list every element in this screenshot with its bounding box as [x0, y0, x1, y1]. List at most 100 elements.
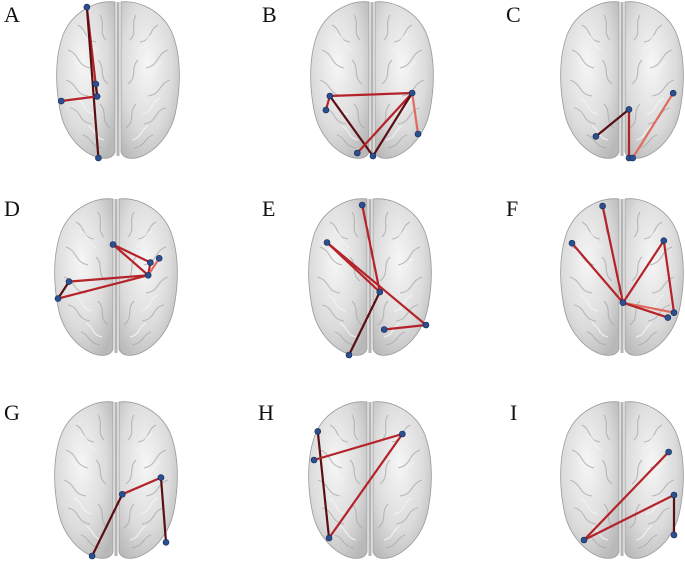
node-e-1: [323, 239, 331, 246]
node-g-1: [157, 474, 165, 481]
node-f-1: [568, 239, 576, 247]
edge-g-1: [90, 493, 124, 558]
node-d-0: [109, 241, 117, 248]
network-d: [54, 241, 163, 302]
node-d-3: [144, 271, 152, 279]
node-g-2: [162, 538, 170, 546]
panel-d: D: [4, 196, 179, 357]
node-i-2: [580, 536, 588, 544]
edge-a-1: [85, 5, 100, 160]
node-e-2: [376, 288, 384, 296]
edge-e-4: [383, 323, 428, 331]
edge-f-4: [621, 301, 676, 314]
edge-d-5: [56, 280, 71, 300]
panel-label-c: C: [506, 2, 521, 27]
node-e-5: [345, 351, 353, 359]
node-a-3: [57, 97, 65, 105]
node-g-0: [119, 490, 126, 498]
node-d-4: [65, 278, 73, 285]
edge-d-4: [56, 274, 150, 300]
node-e-4: [422, 321, 430, 329]
node-i-1: [670, 491, 678, 499]
node-e-0: [358, 201, 366, 209]
panel-label-i: I: [510, 400, 517, 425]
node-f-0: [599, 202, 606, 210]
edge-d-3: [67, 274, 150, 283]
node-c-2: [592, 133, 600, 140]
network-g: [88, 474, 170, 560]
network-i: [580, 448, 678, 544]
node-b-1: [408, 89, 416, 97]
panel-a: A: [4, 0, 181, 162]
edge-f-1: [570, 242, 625, 304]
network-b: [322, 89, 422, 160]
node-a-1: [92, 80, 100, 88]
edge-h-0: [316, 430, 331, 540]
edge-f-2: [621, 239, 665, 304]
node-e-3: [380, 326, 388, 333]
node-b-5: [353, 149, 361, 157]
node-d-2: [155, 254, 163, 262]
edge-e-0: [361, 203, 381, 294]
edge-b-3: [356, 91, 414, 155]
edge-a-2: [60, 95, 99, 103]
network-f: [568, 202, 678, 321]
node-f-2: [660, 237, 668, 245]
panel-h: H: [258, 400, 433, 560]
edge-h-1: [312, 432, 404, 462]
edge-d-1: [111, 243, 152, 264]
node-f-5: [670, 309, 678, 316]
node-c-0: [625, 106, 633, 113]
edge-b-4: [371, 91, 414, 158]
edge-b-5: [411, 91, 420, 136]
panel-f: F: [506, 196, 685, 357]
node-i-3: [670, 531, 678, 539]
node-g-3: [88, 552, 96, 560]
node-b-2: [322, 106, 330, 114]
edge-g-2: [159, 476, 168, 544]
network-c: [592, 89, 677, 162]
node-h-3: [325, 534, 333, 542]
node-i-0: [665, 448, 672, 456]
node-h-1: [399, 430, 406, 438]
edge-c-0: [594, 108, 631, 138]
edge-g-0: [121, 476, 163, 496]
edge-b-0: [328, 91, 414, 98]
brain-outline-i: [559, 400, 685, 560]
edge-f-5: [621, 301, 669, 319]
panel-label-b: B: [262, 2, 277, 27]
panel-label-d: D: [4, 196, 20, 221]
edge-d-6: [147, 257, 161, 277]
panel-label-e: E: [262, 196, 275, 221]
panel-i: I: [510, 400, 685, 560]
edge-i-0: [582, 450, 670, 542]
panel-g: G: [4, 400, 179, 560]
node-a-2: [93, 93, 101, 100]
edge-e-2: [325, 241, 428, 327]
edge-h-2: [327, 432, 404, 540]
network-e: [323, 201, 430, 359]
node-h-0: [314, 428, 322, 435]
edge-f-3: [662, 239, 676, 314]
node-a-0: [83, 3, 91, 11]
node-b-0: [326, 92, 334, 100]
panel-label-f: F: [506, 196, 518, 221]
brain-outline-f: [559, 197, 685, 357]
edge-i-1: [582, 493, 676, 542]
edge-d-0: [111, 243, 150, 277]
network-a: [57, 3, 102, 162]
panel-b: B: [262, 0, 435, 160]
node-b-3: [414, 130, 422, 138]
brain-outline-a: [55, 0, 181, 160]
node-h-2: [310, 456, 318, 464]
panel-label-g: G: [4, 400, 20, 425]
node-c-1: [669, 89, 677, 97]
node-f-4: [664, 314, 672, 321]
network-h: [310, 428, 406, 542]
brain-outline-c: [559, 0, 685, 160]
node-d-1: [147, 259, 154, 266]
edge-f-0: [601, 204, 625, 304]
panel-e: E: [262, 196, 433, 359]
edge-e-3: [347, 290, 381, 357]
